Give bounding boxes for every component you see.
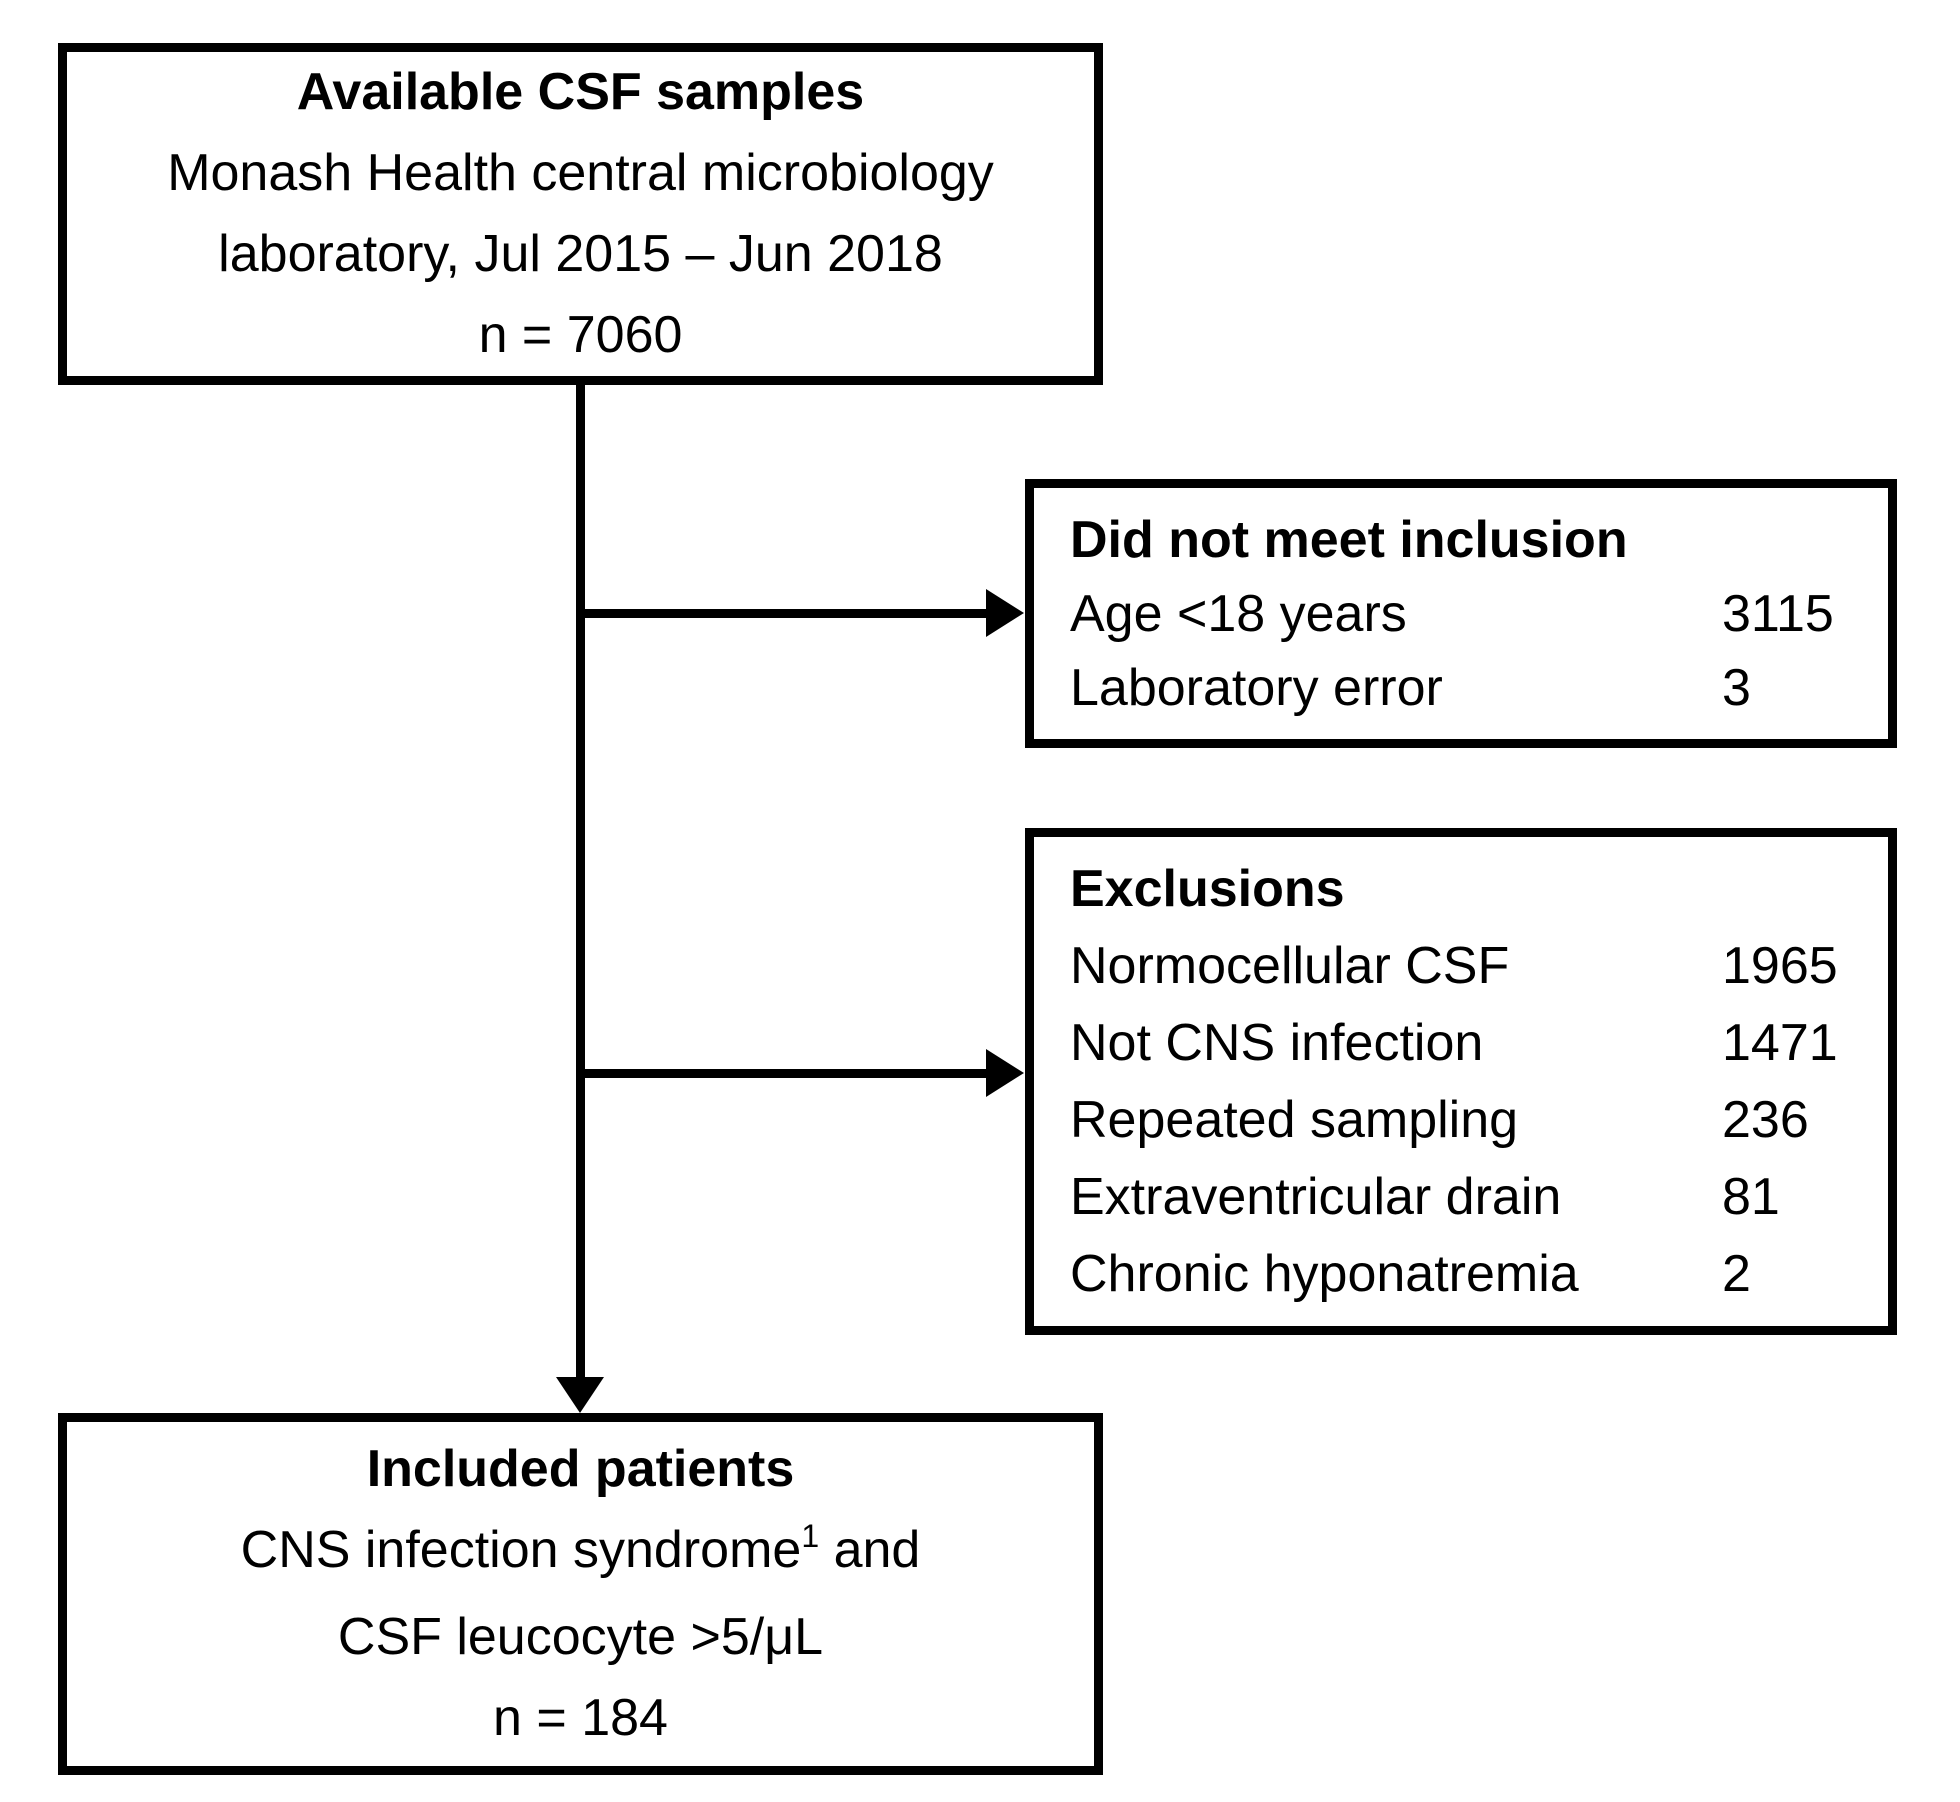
exclusions-row-label: Extraventricular drain [1070, 1167, 1562, 1226]
exclusions-row-value: 1471 [1722, 1013, 1838, 1072]
included-patients-title: Included patients [366, 1440, 795, 1498]
exclusions-row: Repeated sampling 236 [1070, 1082, 1852, 1159]
not-included-row-value: 3115 [1722, 584, 1834, 643]
box-available-samples: Available CSF samples Monash Health cent… [58, 43, 1103, 385]
not-included-row: Age <18 years 3115 [1070, 577, 1852, 651]
included-patients-count: n = 184 [493, 1689, 668, 1747]
exclusions-row-value: 236 [1722, 1090, 1809, 1149]
not-included-row-label: Laboratory error [1070, 658, 1443, 717]
included-patients-criteria-line-2: CSF leucocyte >5/μL [337, 1608, 824, 1666]
box-did-not-meet-inclusion: Did not meet inclusion Age <18 years 311… [1025, 479, 1897, 748]
box-included-patients: Included patients CNS infection syndrome… [58, 1413, 1103, 1775]
connector-to-inclusion-box [580, 609, 988, 618]
exclusions-row-label: Chronic hyponatremia [1070, 1244, 1579, 1303]
criteria-text: CNS infection syndrome [240, 1521, 802, 1579]
exclusions-row: Not CNS infection 1471 [1070, 1005, 1852, 1082]
exclusions-row-value: 1965 [1722, 936, 1838, 995]
footnote-superscript: 1 [801, 1518, 820, 1554]
exclusions-row-label: Repeated sampling [1070, 1090, 1519, 1149]
exclusions-title: Exclusions [1070, 859, 1345, 918]
exclusions-row-label: Not CNS infection [1070, 1013, 1484, 1072]
available-samples-title: Available CSF samples [296, 63, 865, 121]
not-included-row-label: Age <18 years [1070, 584, 1407, 643]
criteria-text-suffix: and [819, 1521, 921, 1579]
available-samples-source-line: Monash Health central microbiology [167, 144, 994, 202]
not-included-row-value: 3 [1722, 658, 1751, 717]
available-samples-count: n = 7060 [478, 306, 683, 364]
arrowhead-down-icon [556, 1377, 604, 1413]
available-samples-period-line: laboratory, Jul 2015 – Jun 2018 [218, 225, 943, 283]
exclusions-row: Normocellular CSF 1965 [1070, 928, 1852, 1005]
arrowhead-right-icon [986, 1049, 1024, 1097]
arrowhead-right-icon [986, 589, 1024, 637]
included-patients-criteria-line-1: CNS infection syndrome1 and [241, 1510, 921, 1597]
not-included-title: Did not meet inclusion [1070, 510, 1628, 569]
not-included-row: Laboratory error 3 [1070, 651, 1852, 725]
box-exclusions: Exclusions Normocellular CSF 1965 Not CN… [1025, 828, 1897, 1335]
exclusions-row-label: Normocellular CSF [1070, 936, 1510, 995]
exclusions-row-value: 81 [1722, 1167, 1780, 1226]
exclusions-row: Extraventricular drain 81 [1070, 1159, 1852, 1236]
exclusions-row-value: 2 [1722, 1244, 1751, 1303]
connector-vertical-trunk [576, 380, 585, 1382]
exclusions-row: Chronic hyponatremia 2 [1070, 1236, 1852, 1313]
connector-to-exclusions-box [580, 1069, 988, 1078]
